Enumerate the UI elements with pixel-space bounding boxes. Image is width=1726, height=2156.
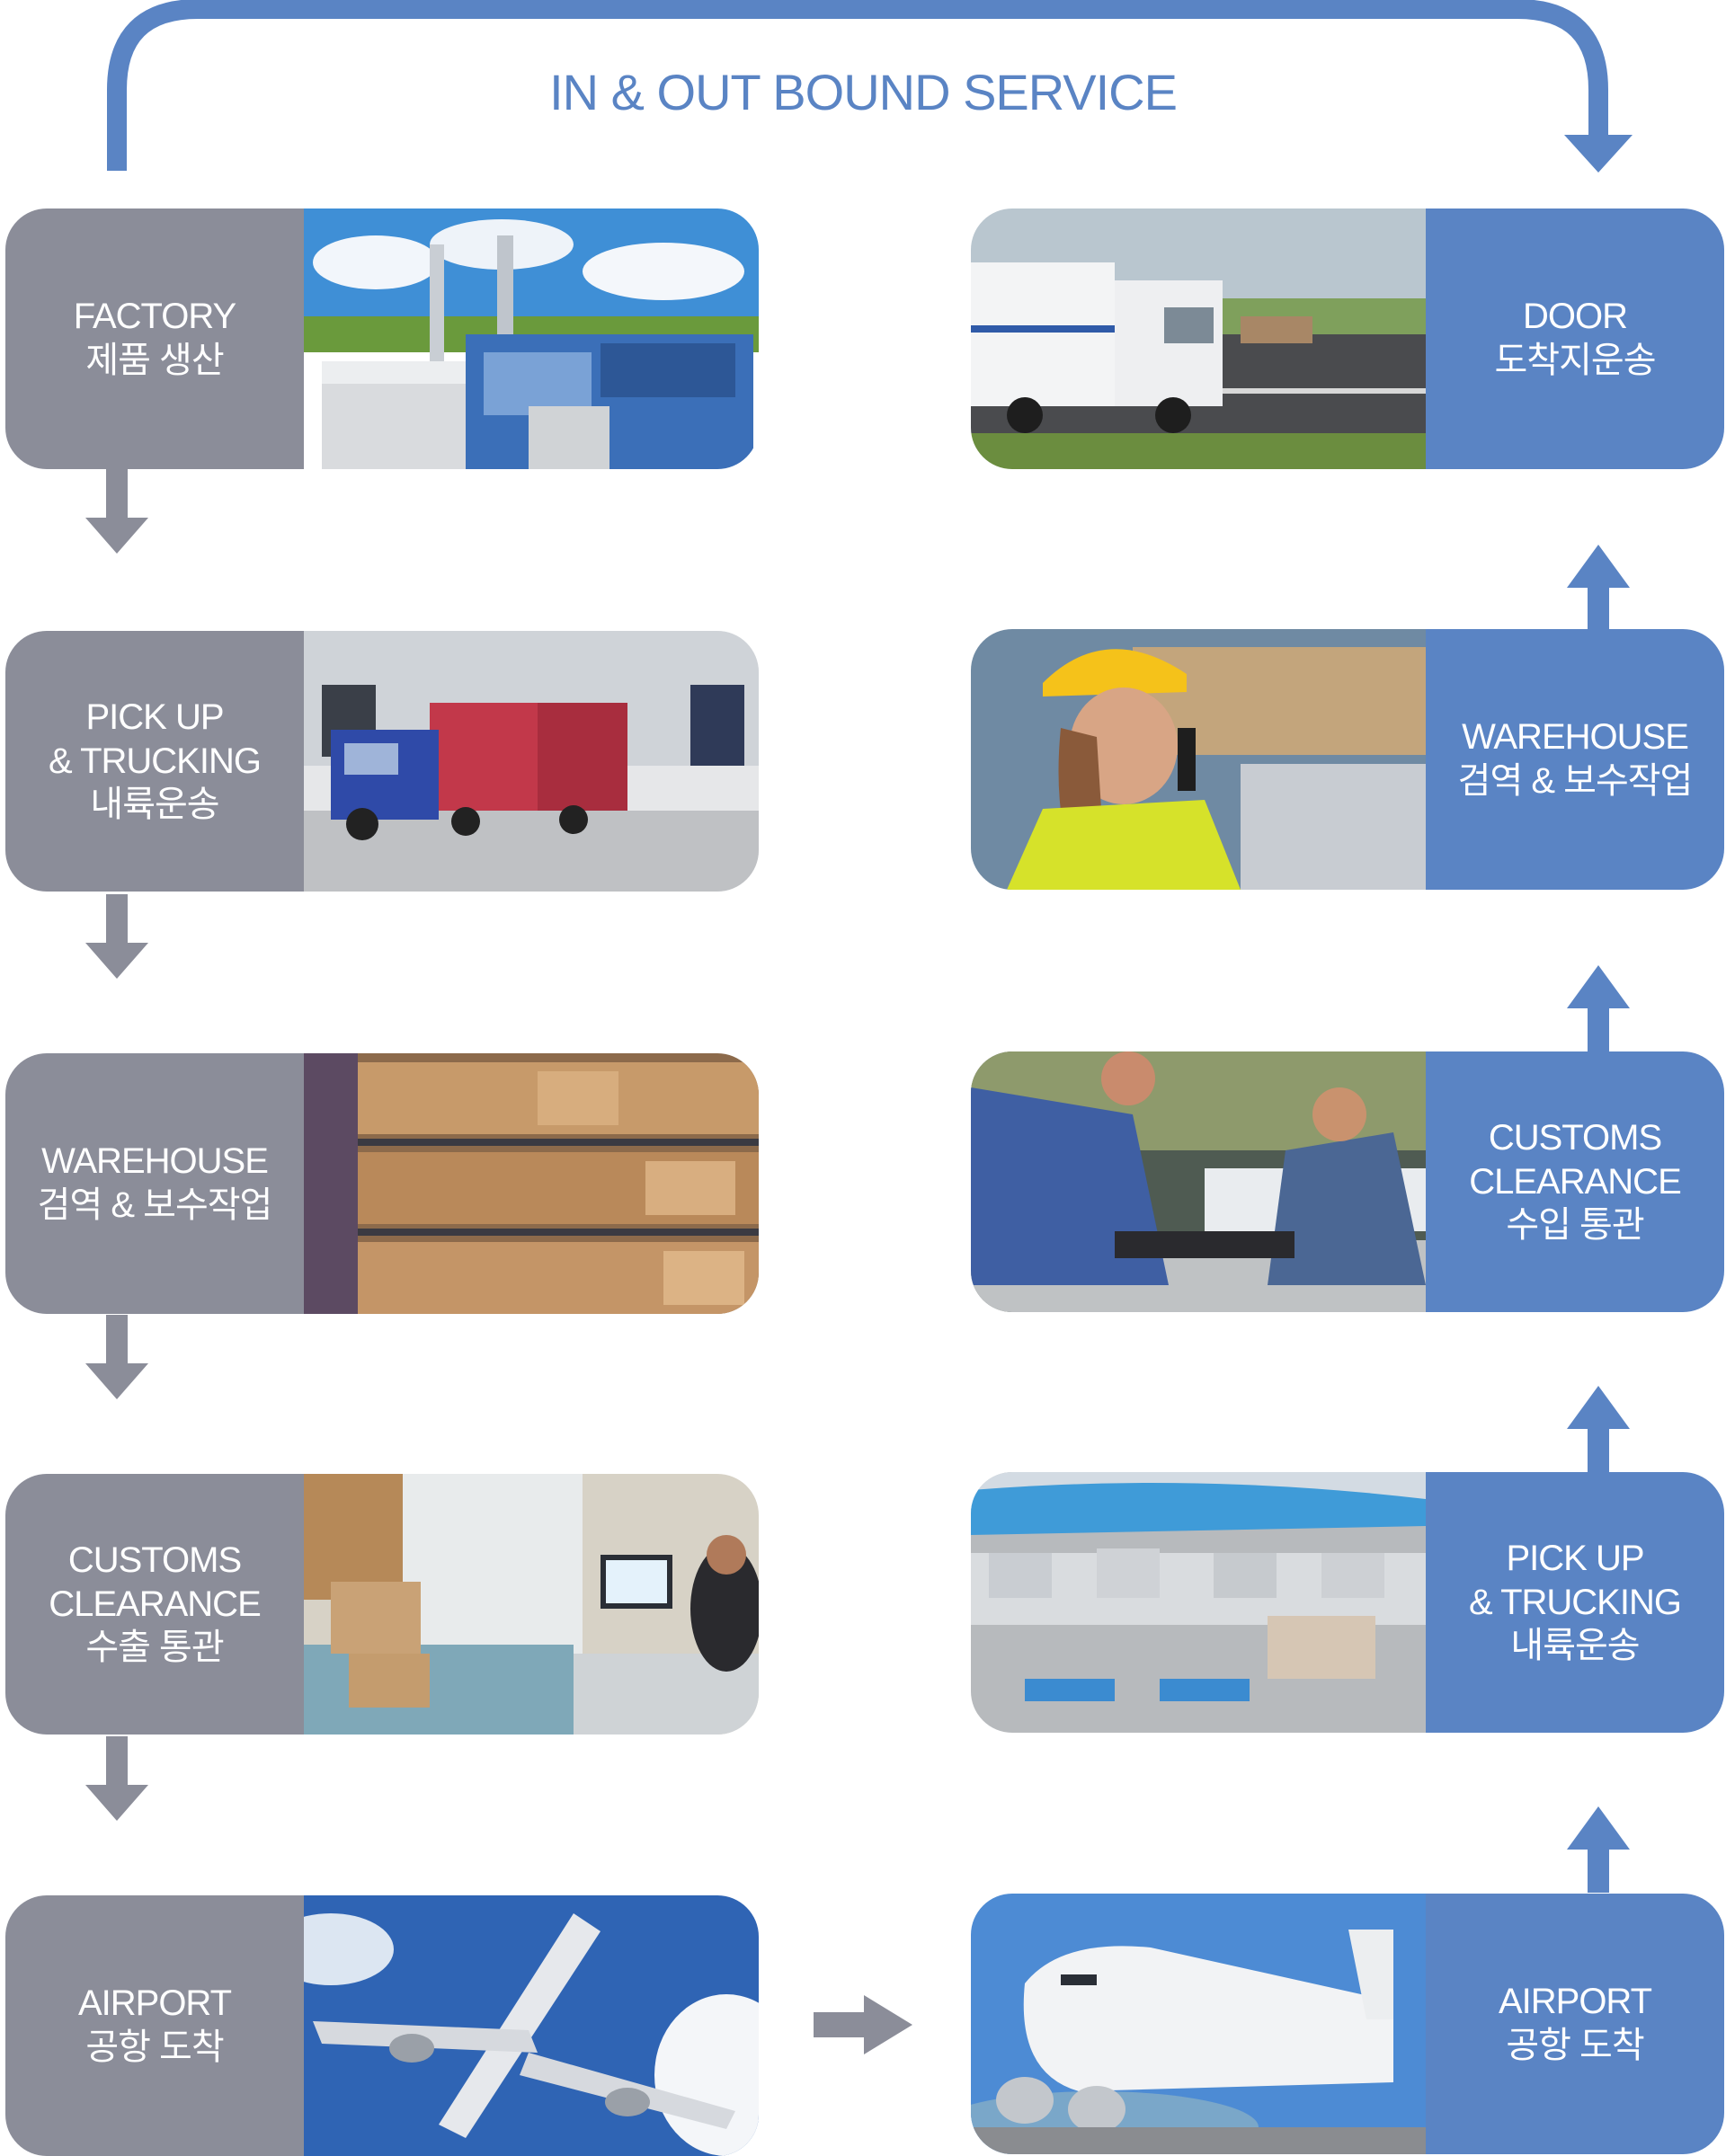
diagram-title: IN & OUT BOUND SERVICE <box>549 64 1178 120</box>
down-arrow-4 <box>85 1736 148 1821</box>
step-label: PICK UP & TRUCKING 내륙운송 <box>1469 1538 1682 1666</box>
inbound-step-warehouse: WAREHOUSE 검역 & 보수작업 <box>971 629 1724 890</box>
loop-arrow-line <box>107 0 1608 171</box>
up-arrow-2 <box>1567 965 1630 1051</box>
down-arrow-2 <box>85 894 148 979</box>
inbound-step-customs: CUSTOMS CLEARANCE 수입 통관 <box>971 1051 1724 1312</box>
outbound-step-pickup: PICK UP & TRUCKING 내륙운송 <box>5 631 759 892</box>
step-label: WAREHOUSE 검역 & 보수작업 <box>1457 717 1694 801</box>
worker-radio-photo <box>971 629 1426 890</box>
up-arrow-3 <box>1567 1386 1630 1472</box>
step-label: AIRPORT 공항 도착 <box>77 1983 232 2067</box>
loop-arrow-head <box>1564 135 1633 173</box>
step-label: DOOR 도착지운송 <box>1494 297 1657 380</box>
air-cargo-apron-photo <box>971 1472 1426 1733</box>
step-label: CUSTOMS CLEARANCE 수출 통관 <box>49 1539 262 1668</box>
outbound-step-airport: AIRPORT 공항 도착 <box>5 1895 759 2156</box>
inbound-step-airport: AIRPORT 공항 도착 <box>971 1894 1724 2154</box>
step-label: WAREHOUSE 검역 & 보수작업 <box>37 1141 273 1225</box>
truck-loading-dock-photo <box>304 631 759 892</box>
inbound-step-pickup: PICK UP & TRUCKING 내륙운송 <box>971 1472 1724 1733</box>
right-arrow <box>814 1995 912 2054</box>
parked-airplane-photo <box>971 1894 1426 2154</box>
inbound-step-door: DOOR 도착지운송 <box>971 209 1724 469</box>
down-arrow-3 <box>85 1315 148 1399</box>
step-label: CUSTOMS CLEARANCE 수입 통관 <box>1469 1117 1682 1246</box>
step-label: PICK UP & TRUCKING 내륙운송 <box>49 696 262 825</box>
outbound-step-warehouse: WAREHOUSE 검역 & 보수작업 <box>5 1053 759 1314</box>
airplane-takeoff-photo <box>304 1895 759 2156</box>
up-arrow-1 <box>1567 545 1630 631</box>
step-label: AIRPORT 공항 도착 <box>1498 1982 1652 2065</box>
factory-photo <box>304 209 759 469</box>
truck-highway-photo <box>971 209 1426 469</box>
customs-office-photo <box>304 1474 759 1735</box>
warehouse-shelves-photo <box>304 1053 759 1314</box>
up-arrow-4 <box>1567 1806 1630 1893</box>
step-label: FACTORY 제품 생산 <box>73 297 236 380</box>
inspection-hangar-photo <box>971 1051 1426 1312</box>
outbound-step-factory: FACTORY 제품 생산 <box>5 209 759 469</box>
down-arrow-1 <box>85 469 148 554</box>
outbound-step-customs: CUSTOMS CLEARANCE 수출 통관 <box>5 1474 759 1735</box>
